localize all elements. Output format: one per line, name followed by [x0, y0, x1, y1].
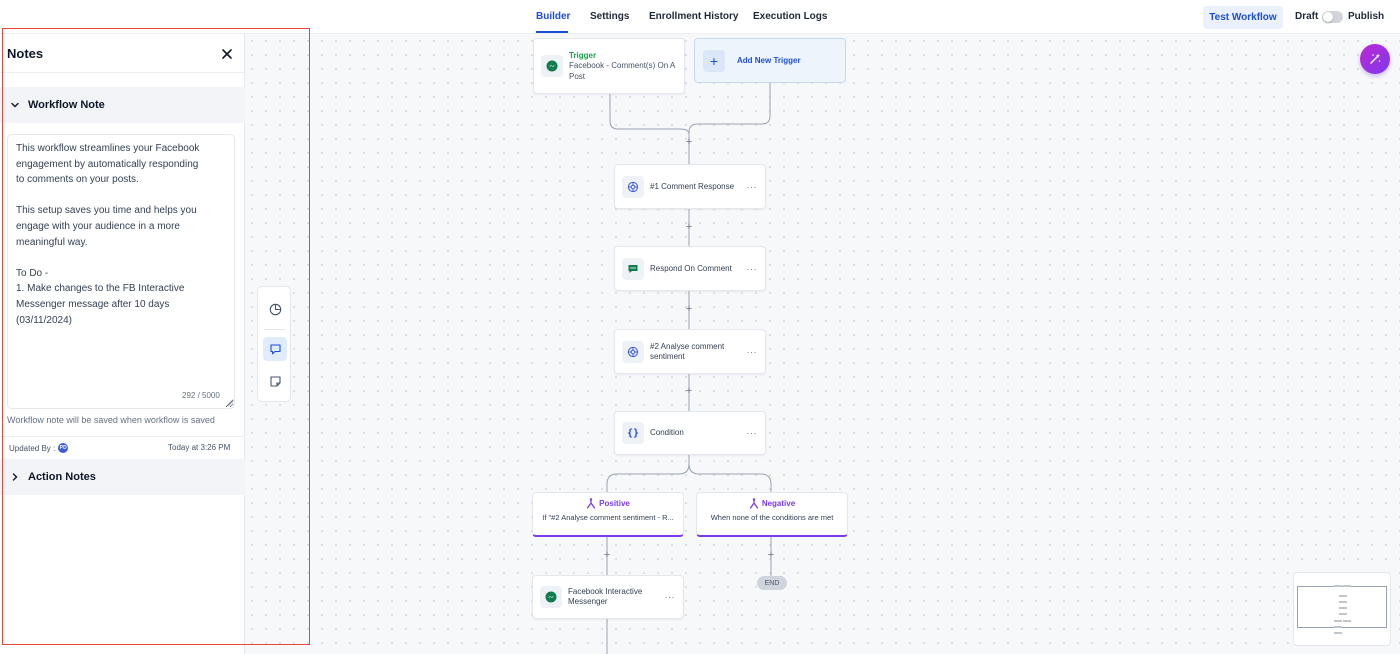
- trigger-text: Trigger Facebook - Comment(s) On A Post: [569, 51, 675, 82]
- workflow-note-label: Workflow Note: [28, 99, 105, 111]
- ai-assistant-button[interactable]: [1360, 44, 1390, 74]
- trigger-subtitle-line1: Facebook - Comment(s) On A: [569, 60, 676, 70]
- branch-description: When none of the conditions are met: [710, 513, 834, 522]
- avatar: PD: [58, 443, 69, 453]
- trigger-node[interactable]: Trigger Facebook - Comment(s) On A Post: [533, 38, 685, 94]
- tab-enrollment-history[interactable]: Enrollment History: [649, 11, 739, 22]
- braces-icon: {}: [622, 422, 644, 444]
- node-label: #2 Analyse comment sentiment: [650, 342, 724, 362]
- node-menu-button[interactable]: ···: [746, 263, 757, 274]
- sticky-note-tool-button[interactable]: [263, 369, 287, 393]
- test-workflow-button[interactable]: Test Workflow: [1203, 6, 1283, 29]
- chevron-right-icon: [8, 470, 22, 484]
- plus-icon: +: [703, 49, 725, 72]
- tab-builder[interactable]: Builder: [536, 11, 571, 22]
- add-step-plus[interactable]: +: [685, 385, 693, 397]
- add-step-plus[interactable]: +: [685, 303, 693, 315]
- tab-settings[interactable]: Settings: [590, 11, 630, 22]
- trigger-subtitle-line2: Post: [569, 71, 586, 81]
- add-trigger-label: Add New Trigger: [737, 56, 801, 65]
- divider: [0, 72, 245, 73]
- node-menu-button[interactable]: ···: [664, 592, 675, 602]
- node-label-line1: Facebook Interactive: [568, 587, 643, 596]
- node-label: Respond On Comment: [650, 263, 732, 273]
- branch-title: Negative: [761, 499, 796, 508]
- notes-panel: Notes Workflow Note This workflow stream…: [0, 34, 245, 654]
- comment-icon: [269, 343, 281, 354]
- tab-execution-logs[interactable]: Execution Logs: [753, 11, 828, 22]
- add-step-plus[interactable]: +: [685, 221, 693, 233]
- node-label-line2: Messenger: [568, 597, 608, 606]
- openai-icon: [622, 175, 644, 198]
- node-label-line2: sentiment: [650, 351, 685, 361]
- condition-node[interactable]: {} Condition ···: [614, 411, 766, 455]
- branch-icon: [587, 498, 596, 509]
- resize-handle-icon[interactable]: [226, 399, 234, 407]
- notes-tool-button[interactable]: [263, 337, 287, 361]
- stats-tool-button[interactable]: [263, 297, 287, 321]
- active-tab-indicator: [536, 31, 568, 33]
- trigger-title: Trigger: [569, 50, 597, 60]
- top-bar: Builder Settings Enrollment History Exec…: [0, 0, 1400, 34]
- close-icon[interactable]: [219, 46, 235, 62]
- chat-reply-icon: [622, 257, 644, 280]
- connector-lines: [606, 83, 772, 654]
- messenger-icon: [541, 55, 563, 77]
- branch-negative[interactable]: Negative When none of the conditions are…: [696, 492, 848, 537]
- canvas-side-toolbar: [257, 286, 291, 402]
- node-label-line1: #2 Analyse comment: [650, 341, 725, 351]
- minimap-nodes: [1334, 585, 1351, 634]
- updated-by-label: Updated By :: [9, 443, 56, 453]
- publish-toggle[interactable]: [1322, 11, 1343, 23]
- branch-positive[interactable]: Positive If "#2 Analyse comment sentimen…: [532, 492, 684, 537]
- end-marker: END: [757, 576, 787, 590]
- openai-icon: [622, 340, 644, 363]
- branch-header: Positive: [533, 498, 683, 509]
- notes-title: Notes: [7, 46, 44, 61]
- workflow-note-textarea[interactable]: This workflow streamlines your Facebook …: [7, 134, 235, 409]
- workflow-note-section-header[interactable]: Workflow Note: [0, 87, 245, 123]
- node-label: Facebook Interactive Messenger: [568, 587, 642, 607]
- chevron-down-icon: [8, 98, 22, 112]
- branch-description: If "#2 Analyse comment sentiment - R...: [542, 513, 674, 522]
- updated-timestamp: Today at 3:26 PM: [168, 443, 231, 452]
- branch-header: Negative: [697, 498, 847, 509]
- add-step-plus[interactable]: +: [767, 549, 775, 561]
- node-menu-button[interactable]: ···: [746, 346, 757, 357]
- add-new-trigger-button[interactable]: + Add New Trigger: [694, 38, 846, 83]
- character-count: 292 / 5000: [182, 391, 220, 400]
- save-hint: Workflow note will be saved when workflo…: [7, 415, 215, 425]
- add-step-plus[interactable]: +: [685, 136, 693, 148]
- magic-wand-icon: [1370, 53, 1381, 64]
- action-notes-label: Action Notes: [28, 471, 96, 483]
- publish-label[interactable]: Publish: [1348, 11, 1385, 22]
- action-node-comment-response[interactable]: #1 Comment Response ···: [614, 164, 766, 209]
- updated-by: Updated By : PD: [9, 443, 69, 453]
- action-node-respond-on-comment[interactable]: Respond On Comment ···: [614, 246, 766, 291]
- node-menu-button[interactable]: ···: [746, 428, 757, 438]
- node-label: Condition: [650, 428, 684, 437]
- draft-label: Draft: [1295, 11, 1319, 22]
- action-node-analyse-sentiment[interactable]: #2 Analyse comment sentiment ···: [614, 329, 766, 374]
- toolbar-divider: [264, 329, 286, 330]
- sticky-note-icon: [269, 375, 281, 387]
- branch-icon: [749, 498, 758, 509]
- action-notes-section-header[interactable]: Action Notes: [0, 459, 245, 495]
- add-step-plus[interactable]: +: [603, 549, 611, 561]
- note-meta-row: Updated By : PD Today at 3:26 PM: [0, 436, 245, 458]
- action-node-facebook-messenger[interactable]: Facebook Interactive Messenger ···: [532, 575, 684, 619]
- branch-title: Positive: [599, 499, 630, 508]
- node-menu-button[interactable]: ···: [746, 181, 757, 192]
- node-label: #1 Comment Response: [650, 181, 735, 191]
- pie-chart-icon: [269, 303, 281, 315]
- messenger-icon: [540, 586, 562, 608]
- minimap[interactable]: [1293, 572, 1391, 646]
- toggle-knob: [1323, 12, 1333, 22]
- workflow-canvas[interactable]: Trigger Facebook - Comment(s) On A Post …: [245, 34, 1400, 654]
